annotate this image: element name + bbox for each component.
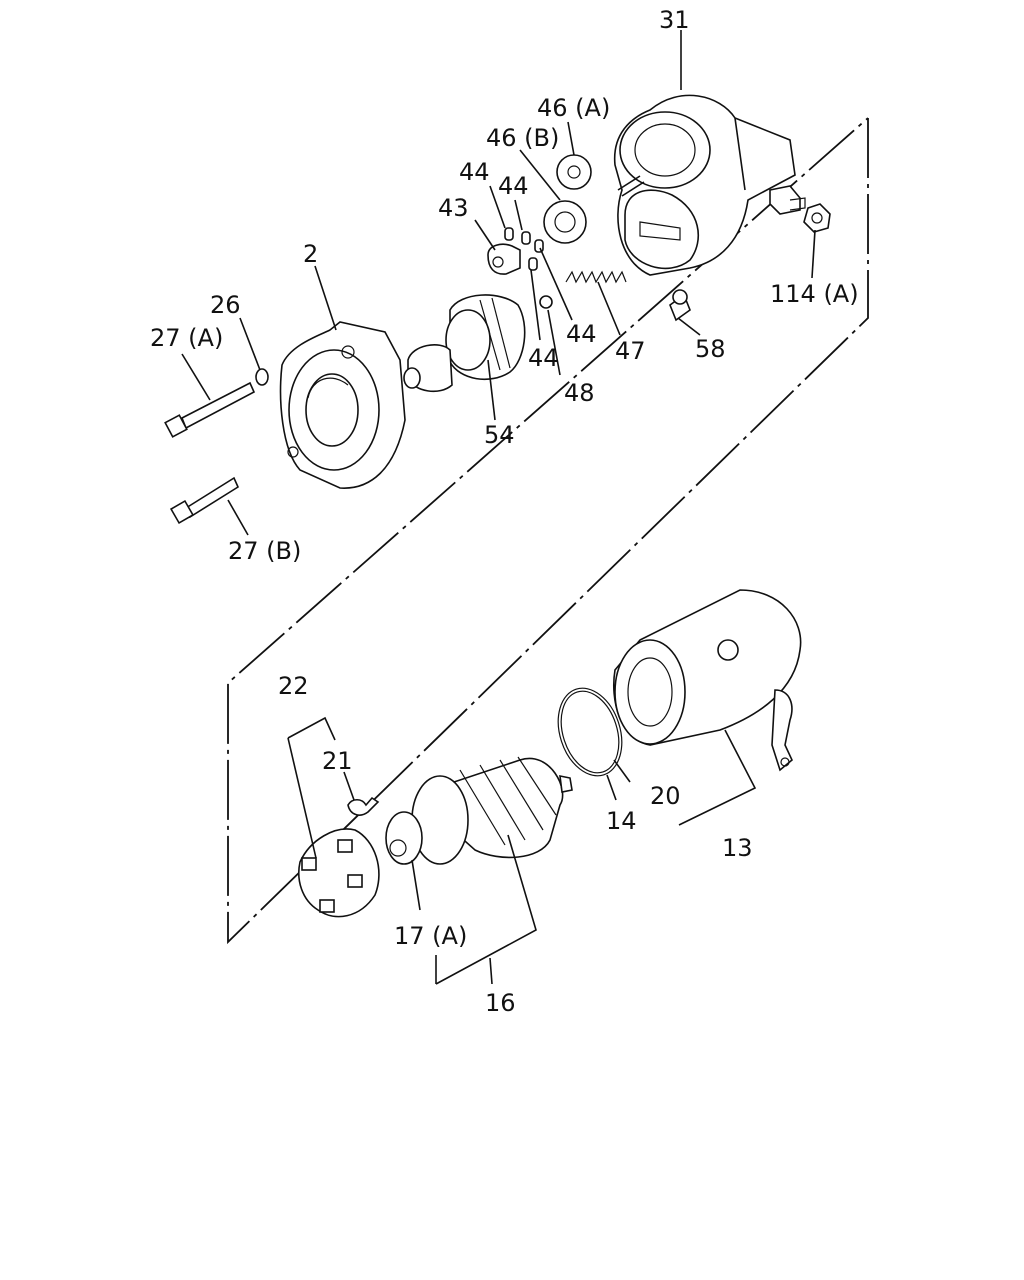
part-27b-bolt: [169, 476, 240, 525]
label-16: 16: [485, 989, 516, 1017]
label-13: 13: [722, 834, 753, 862]
label-46a: 46 (A): [537, 94, 610, 122]
part-47-spring: [565, 270, 627, 284]
part-114a-nut-and-stud: [769, 185, 831, 233]
assembly-boundary: [227, 117, 869, 945]
part-48-ball: [539, 295, 553, 309]
label-2: 2: [303, 240, 318, 268]
part-46a-gear: [556, 154, 592, 190]
part-21-brush-spring: [347, 796, 380, 816]
part-58-screw: [669, 289, 691, 322]
part-27a-bolt: [164, 381, 256, 438]
part-labels: 31 46 (A) 46 (B) 44 44 43 2 26 27 (A) 11…: [150, 6, 859, 1017]
part-44-rollers: [504, 227, 544, 271]
label-21: 21: [322, 747, 353, 775]
label-44-top-left: 44: [459, 158, 490, 186]
label-58: 58: [695, 335, 726, 363]
part-2-drive-housing: [279, 321, 406, 489]
part-13-yoke-assembly: [612, 589, 802, 772]
label-27a: 27 (A): [150, 324, 223, 352]
label-26: 26: [210, 291, 241, 319]
label-44-low: 44: [528, 344, 559, 372]
label-31: 31: [659, 6, 690, 34]
part-26-washer: [255, 368, 269, 386]
label-46b: 46 (B): [486, 124, 559, 152]
label-43: 43: [438, 194, 469, 222]
part-22-brush-holder: [298, 828, 380, 918]
label-20: 20: [650, 782, 681, 810]
label-47: 47: [615, 337, 646, 365]
label-44-mid: 44: [566, 320, 597, 348]
label-44-top-right: 44: [498, 172, 529, 200]
part-54-pinion-clutch: [403, 294, 526, 393]
leader-lines: [181, 30, 816, 985]
part-14-o-ring: [557, 687, 623, 777]
part-31-gear-housing: [613, 94, 796, 276]
label-54: 54: [484, 421, 515, 449]
part-46b-gear: [543, 200, 587, 244]
label-14: 14: [606, 807, 637, 835]
label-48: 48: [564, 379, 595, 407]
label-27b: 27 (B): [228, 537, 301, 565]
part-43-retainer: [487, 243, 521, 275]
label-114a: 114 (A): [770, 280, 859, 308]
label-17a: 17 (A): [394, 922, 467, 950]
label-22: 22: [278, 672, 309, 700]
part-16-armature: [385, 756, 573, 865]
